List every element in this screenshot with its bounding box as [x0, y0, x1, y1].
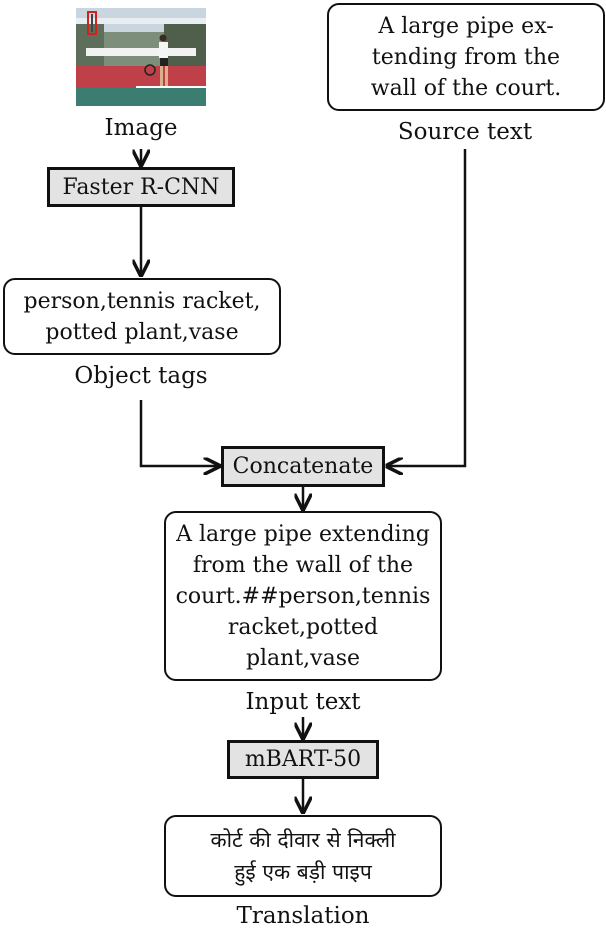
object-tags-line: person,tennis racket,	[23, 288, 261, 314]
input-image	[76, 8, 206, 106]
translation-line: कोर्ट की दीवार से निक्ली	[210, 828, 396, 852]
translation-label: Translation	[236, 903, 370, 929]
detection-box	[87, 11, 97, 35]
arrow-tags-to-concatenate	[139, 400, 219, 466]
input-text-line: court.##person,tennis	[175, 583, 431, 609]
source-text-line: tending from the	[371, 44, 561, 70]
input-text-line: plant,vase	[245, 645, 361, 671]
object-tags-line: potted plant,vase	[45, 319, 239, 345]
object-tags-label: Object tags	[74, 363, 208, 389]
object-tags-box: person,tennis racket, potted plant,vase	[3, 278, 281, 355]
mbart-module: mBART-50	[227, 740, 379, 779]
image-label: Image	[104, 115, 178, 141]
input-text-line: from the wall of the	[192, 552, 414, 578]
translation-line: हुई एक बड़ी पाइप	[234, 860, 372, 884]
arrow-source-to-concatenate	[387, 149, 467, 466]
faster-rcnn-module: Faster R-CNN	[47, 167, 235, 207]
concatenate-module: Concatenate	[221, 446, 385, 487]
translation-box: कोर्ट की दीवार से निक्ली हुई एक बड़ी पाइ…	[164, 815, 442, 897]
input-text-box: A large pipe extending from the wall of …	[164, 511, 442, 681]
source-text-line: A large pipe ex-	[378, 13, 554, 39]
input-text-line: racket,potted	[227, 614, 379, 640]
source-text-label: Source text	[397, 119, 533, 145]
input-text-line: A large pipe extending	[176, 521, 430, 547]
source-text-box: A large pipe ex- tending from the wall o…	[327, 3, 605, 111]
source-text-line: wall of the court.	[370, 75, 562, 101]
input-text-label: Input text	[245, 689, 361, 715]
